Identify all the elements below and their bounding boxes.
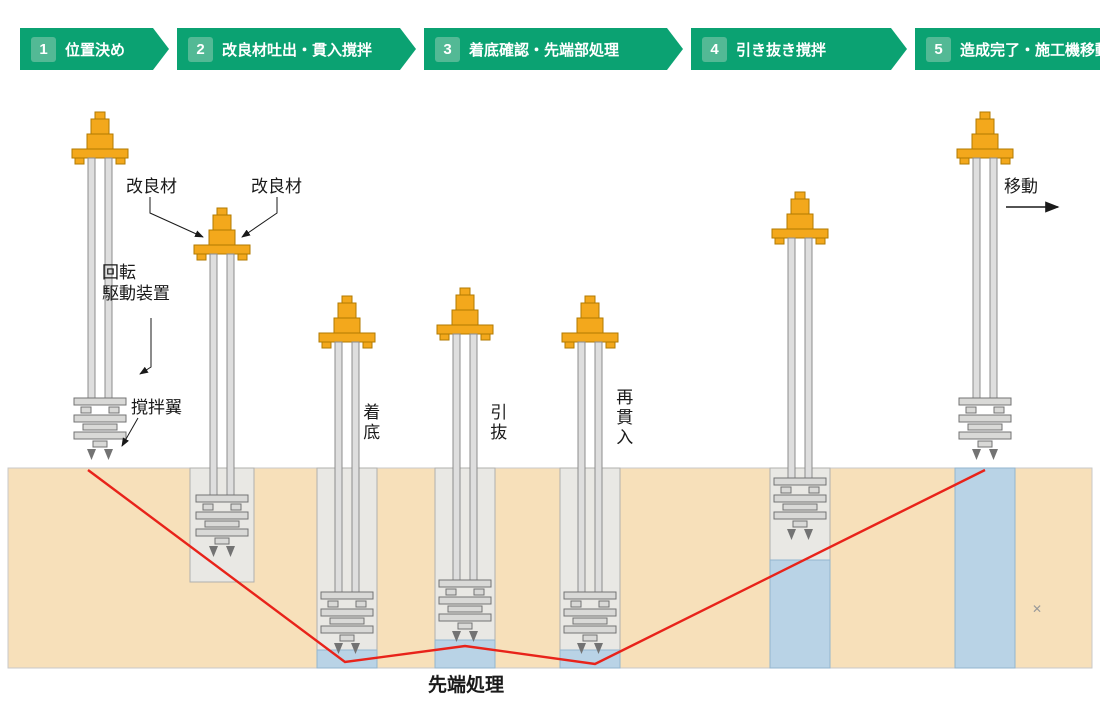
step-3-label: 着底確認・先端部処理 bbox=[469, 41, 620, 59]
drill-machine bbox=[771, 191, 829, 540]
improved-soil-column bbox=[559, 649, 621, 669]
ground bbox=[7, 467, 1093, 669]
label-kairyozai-right: 改良材 bbox=[251, 177, 302, 196]
kakuhanyoku-arrow bbox=[121, 417, 139, 447]
drill-machine bbox=[436, 287, 494, 642]
step-1-number: 1 bbox=[31, 37, 56, 62]
drill-tip-path bbox=[87, 468, 986, 666]
drill-machine bbox=[561, 295, 619, 654]
step-5-number: 5 bbox=[926, 37, 951, 62]
step-2: 2 改良材吐出・貫入撹拌 bbox=[177, 28, 416, 70]
drill-machine bbox=[193, 207, 251, 557]
label-kairyozai-left: 改良材 bbox=[126, 177, 177, 196]
label-ido: 移動 bbox=[1004, 177, 1038, 196]
label-chakutei: 着底 bbox=[360, 403, 380, 443]
improved-soil-column bbox=[954, 467, 1016, 669]
step-4-number: 4 bbox=[702, 37, 727, 62]
improved-soil-column bbox=[769, 559, 831, 669]
label-kakuhanyoku: 撹拌翼 bbox=[131, 398, 182, 417]
kaiten-kudo-arrow bbox=[139, 318, 152, 375]
label-kaiten-kudo-sochi: 回転 駆動装置 bbox=[102, 262, 170, 305]
kairyozai-right-arrow bbox=[241, 197, 278, 238]
step-4: 4 引き抜き撹拌 bbox=[691, 28, 907, 70]
drill-machine bbox=[71, 111, 129, 460]
process-steps: 1 位置決め 2 改良材吐出・貫入撹拌 3 着底確認・先端部処理 4 引き抜き撹… bbox=[20, 28, 1100, 70]
kairyozai-left-arrow bbox=[149, 197, 204, 238]
label-hikinuki: 引抜 bbox=[487, 403, 507, 443]
label-sentan-shori: 先端処理 bbox=[428, 675, 505, 696]
drill-machine bbox=[318, 295, 376, 654]
label-kaiten-line2: 駆動装置 bbox=[102, 284, 170, 304]
step-1: 1 位置決め bbox=[20, 28, 169, 70]
drilled-soil-column bbox=[434, 467, 496, 669]
improved-soil-column bbox=[316, 649, 378, 669]
step-2-label: 改良材吐出・貫入撹拌 bbox=[222, 41, 373, 59]
step-1-label: 位置決め bbox=[65, 41, 126, 59]
step-3-number: 3 bbox=[435, 37, 460, 62]
step-5-label: 造成完了・施工機移動 bbox=[960, 41, 1100, 59]
x-mark-artifact: ✕ bbox=[1032, 602, 1043, 616]
improved-soil-column bbox=[434, 639, 496, 669]
label-saikannyu: 再貫入 bbox=[613, 388, 633, 448]
step-5: 5 造成完了・施工機移動 bbox=[915, 28, 1100, 70]
label-kaiten-line1: 回転 bbox=[102, 263, 136, 282]
step-4-label: 引き抜き撹拌 bbox=[736, 41, 827, 59]
step-3: 3 着底確認・先端部処理 bbox=[424, 28, 683, 70]
step-2-number: 2 bbox=[188, 37, 213, 62]
drill-machine bbox=[956, 111, 1014, 460]
drilled-soil-column bbox=[316, 467, 378, 669]
